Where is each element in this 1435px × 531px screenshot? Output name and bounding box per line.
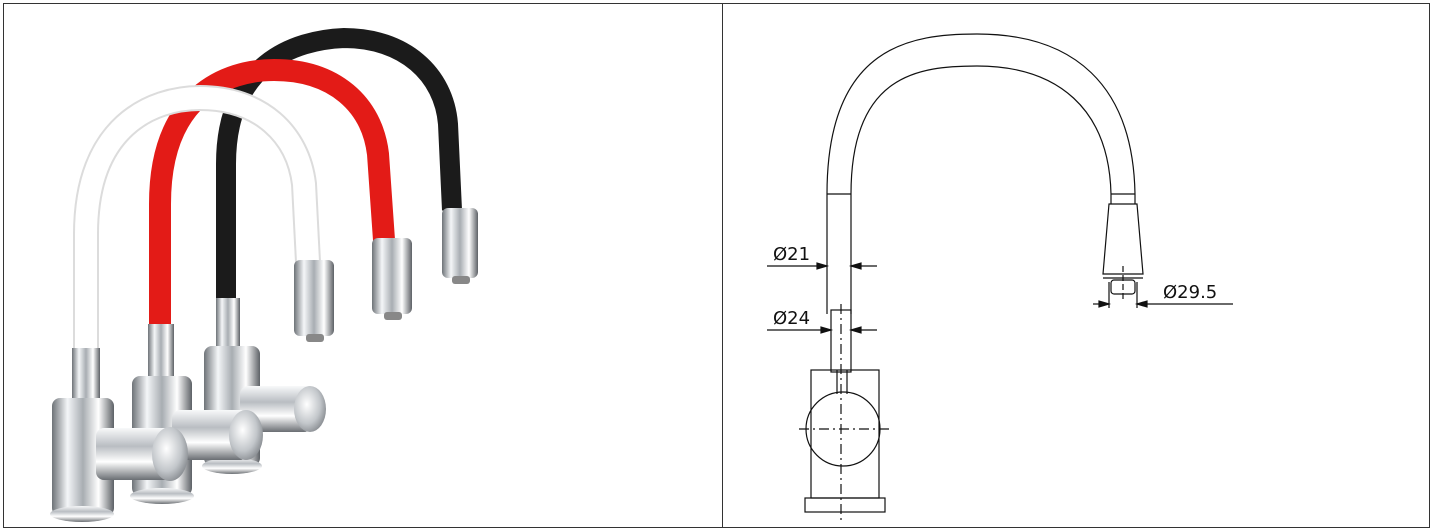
base-outline — [804, 497, 886, 513]
hose-red — [149, 58, 395, 326]
body-white — [52, 398, 114, 516]
faucet-white — [50, 84, 334, 522]
dimension-label-hose: Ø21 — [773, 244, 810, 265]
lever-knob-red — [229, 410, 263, 460]
hose-outline-inner — [850, 65, 1112, 195]
hose-outline-outer — [826, 33, 1136, 195]
dimension-hose: Ø21 — [767, 244, 877, 270]
dimension-label-body: Ø24 — [773, 308, 810, 329]
body-outline — [810, 369, 880, 499]
product-sheet: Ø21 Ø24 Ø29.5 — [3, 3, 1430, 528]
technical-drawing-panel: Ø21 Ø24 Ø29.5 — [723, 4, 1429, 527]
dimension-spray-head: Ø29.5 — [1093, 282, 1233, 308]
spray-head-black — [442, 208, 478, 278]
product-photo-panel — [4, 4, 723, 527]
spray-head-white — [294, 260, 334, 336]
lever-knob-black — [294, 386, 326, 432]
dimension-label-spray-head: Ø29.5 — [1163, 282, 1217, 303]
lever-knob-white — [152, 427, 188, 481]
hose-white — [75, 86, 319, 350]
faucet-technical-drawing: Ø21 Ø24 Ø29.5 — [767, 33, 1233, 524]
spray-head-outline — [1102, 203, 1144, 275]
spray-head-red — [372, 238, 412, 314]
faucet-variants-illustration — [50, 27, 478, 522]
dimension-body: Ø24 — [767, 308, 877, 334]
